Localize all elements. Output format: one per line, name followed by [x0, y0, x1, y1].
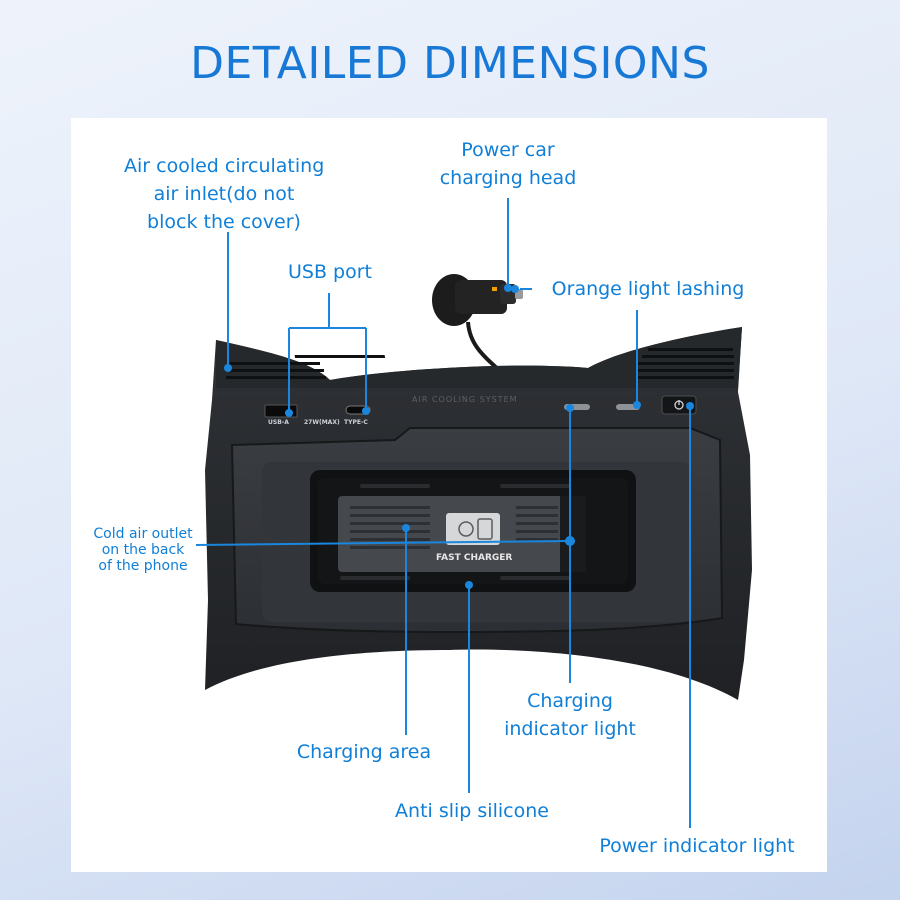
label-air-inlet: Air cooled circulating air inlet(do not … [124, 155, 325, 233]
label-power-indicator: Power indicator light [599, 835, 795, 857]
typec-text: TYPE-C [344, 419, 368, 426]
label-anti-slip: Anti slip silicone [395, 800, 549, 822]
fast-charger-module [338, 496, 586, 572]
label-cold-air-outlet: Cold air outlet on the back of the phone [93, 526, 193, 574]
fast-charger-text: FAST CHARGER [436, 553, 513, 563]
air-inlet-vent-left [226, 355, 386, 379]
air-cooling-system-text: AIR COOLING SYSTEM [412, 395, 518, 404]
power-button [661, 395, 697, 415]
car-charging-head [432, 274, 523, 326]
watt-text: 27W(MAX) [304, 419, 340, 426]
leader-dots [224, 284, 694, 589]
page-title: DETAILED DIMENSIONS [190, 38, 710, 89]
usb-a-text: USB-A [268, 419, 289, 426]
label-usb-port: USB port [288, 261, 372, 283]
leader-lines [195, 198, 691, 828]
label-car-charging-head: Power car charging head [439, 139, 577, 189]
label-charging-area: Charging area [296, 741, 432, 763]
air-inlet-vent-right [636, 348, 734, 379]
label-orange-light: Orange light lashing [551, 278, 745, 300]
label-charging-indicator: Charging indicator light [504, 690, 636, 740]
